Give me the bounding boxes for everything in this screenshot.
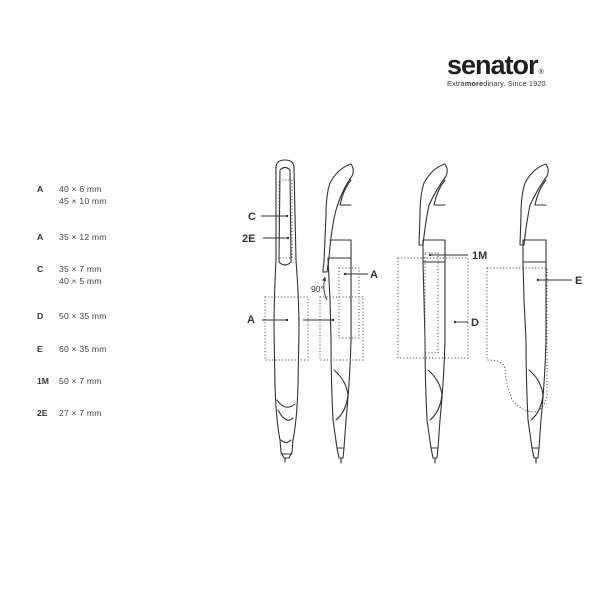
legend-dimension: 27 × 7 mm bbox=[59, 408, 102, 418]
label-angle: 90° bbox=[311, 284, 324, 294]
leader-lines bbox=[261, 215, 572, 323]
label-a-side: A bbox=[370, 269, 378, 281]
legend-dimension: 35 × 7 mm bbox=[59, 264, 102, 274]
label-d: D bbox=[471, 317, 479, 329]
print-area-1m bbox=[424, 252, 439, 354]
label-e: E bbox=[575, 275, 582, 287]
legend-code: C bbox=[37, 264, 44, 274]
legend-code: E bbox=[37, 344, 43, 354]
leader-dots bbox=[285, 214, 540, 324]
brand-logo: senator® Extramoredinary. Since 1920. bbox=[447, 50, 567, 88]
legend-code: 2E bbox=[37, 408, 48, 418]
legend-code: 1M bbox=[37, 376, 49, 386]
legend-code: D bbox=[37, 311, 44, 321]
label-c: C bbox=[248, 211, 256, 223]
legend-dimension: 60 × 35 mm bbox=[59, 344, 107, 354]
registered-mark: ® bbox=[538, 69, 544, 76]
pen-front-view bbox=[273, 159, 300, 463]
label-2e: 2E bbox=[242, 233, 255, 245]
pen-side-view-e bbox=[519, 163, 549, 464]
print-areas bbox=[264, 179, 548, 413]
legend-dimension: 40 × 5 mm bbox=[59, 276, 102, 286]
pen-side-view-1m bbox=[418, 163, 448, 464]
print-area-a-clip bbox=[338, 267, 360, 339]
pen-side-view bbox=[322, 163, 354, 464]
print-area-a-side bbox=[319, 296, 364, 361]
legend-dimension: 50 × 35 mm bbox=[59, 311, 107, 321]
legend-dimension: 40 × 6 mm bbox=[59, 184, 102, 194]
label-1m: 1M bbox=[472, 250, 487, 262]
rotation-indicator bbox=[321, 276, 328, 301]
brand-wordmark: senator® bbox=[447, 50, 544, 80]
legend-code: A bbox=[37, 232, 44, 242]
legend-dimension: 35 × 12 mm bbox=[59, 232, 107, 242]
legend-code: A bbox=[37, 184, 44, 194]
legend-dimension: 45 × 10 mm bbox=[59, 196, 107, 206]
print-area-a-front bbox=[264, 296, 309, 361]
print-area-c bbox=[278, 179, 293, 259]
label-a-front: A bbox=[247, 314, 255, 326]
print-area-d bbox=[397, 257, 469, 359]
brand-tagline: Extramoredinary. Since 1920. bbox=[447, 79, 548, 88]
print-area-e bbox=[486, 267, 548, 413]
legend-dimension: 50 × 7 mm bbox=[59, 376, 102, 386]
